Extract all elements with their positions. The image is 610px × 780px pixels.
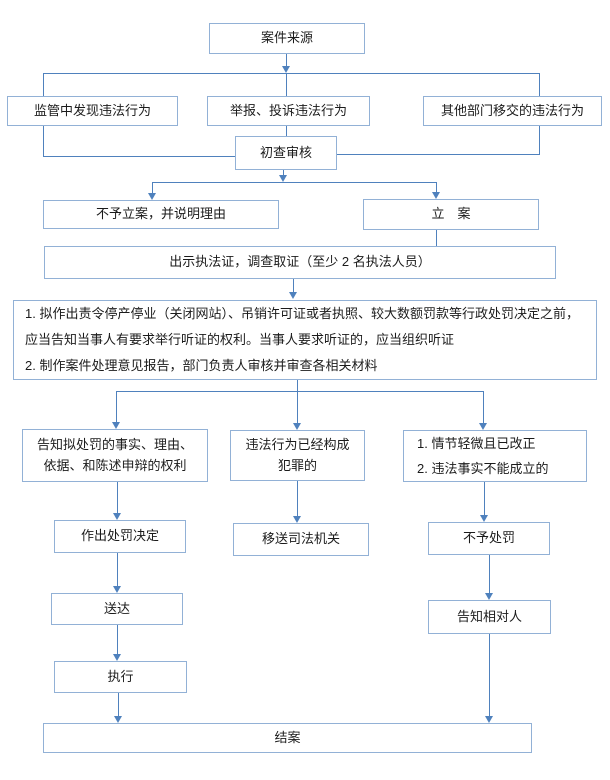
node-other-dept-transfer-label: 其他部门移交的违法行为 <box>440 102 584 118</box>
node-report-complaint: 举报、投诉违法行为 <box>207 96 370 126</box>
connector-evidence-down <box>293 279 294 292</box>
node-minor-or-unfounded-item1: 1. 情节轻微且已改正 <box>417 436 536 451</box>
connector-supervision-down <box>43 126 44 157</box>
node-execute-label: 执行 <box>107 668 134 684</box>
node-hearing-notice-item1: 1. 拟作出责令停产停业（关闭网站）、吊销许可证或者执照、较大数额罚款等行政处罚… <box>25 306 579 347</box>
node-supervision-found: 监管中发现违法行为 <box>7 96 178 126</box>
connector-rights-to-decision <box>117 482 118 513</box>
connector-to-minor <box>483 391 484 423</box>
connector-distribution-line <box>43 73 539 74</box>
arrowhead-decision-to-deliver <box>113 586 121 593</box>
node-minor-or-unfounded: 1. 情节轻微且已改正 2. 违法事实不能成立的 <box>403 430 587 482</box>
arrowhead-to-crime <box>293 423 301 430</box>
connector-to-no-case <box>152 182 153 193</box>
connector-to-report <box>286 73 287 96</box>
node-constitutes-crime: 违法行为已经构成 犯罪的 <box>230 430 365 481</box>
node-supervision-found-label: 监管中发现违法行为 <box>33 102 151 118</box>
connector-decision-to-deliver <box>117 553 118 586</box>
connector-inform-to-close <box>489 634 490 716</box>
node-hearing-notice: 1. 拟作出责令停产停业（关闭网站）、吊销许可证或者执照、较大数额罚款等行政处罚… <box>13 300 597 380</box>
connector-supervision-to-review <box>43 156 235 157</box>
connector-to-file-case <box>436 182 437 192</box>
arrowhead-evidence-down <box>289 292 297 299</box>
connector-file-case-to-evidence <box>436 230 437 246</box>
connector-notice-down <box>297 380 298 423</box>
arrowhead-inform-to-close <box>485 716 493 723</box>
node-transfer-judicial-label: 移送司法机关 <box>261 531 340 547</box>
arrowhead-to-no-case <box>148 193 156 200</box>
node-minor-or-unfounded-item2: 2. 违法事实不能成立的 <box>417 461 549 476</box>
arrowhead-minor-to-no-punish <box>480 515 488 522</box>
node-close-case-label: 结案 <box>274 729 301 745</box>
node-show-credentials-investigate: 出示执法证，调查取证（至少 2 名执法人员） <box>44 246 556 279</box>
node-inform-rights-line1: 告知拟处罚的事实、理由、 <box>36 437 193 453</box>
node-inform-rights: 告知拟处罚的事实、理由、 依据、和陈述申辩的权利 <box>22 429 208 482</box>
node-deliver-label: 送达 <box>103 600 130 616</box>
node-show-credentials-investigate-label: 出示执法证，调查取证（至少 2 名执法人员） <box>169 254 431 270</box>
node-no-case-filing: 不予立案，并说明理由 <box>43 200 279 229</box>
node-case-source: 案件来源 <box>209 23 365 54</box>
connector-minor-to-no-punish <box>484 482 485 515</box>
node-initial-review-label: 初查审核 <box>259 144 312 160</box>
arrowhead-source-down <box>282 66 290 73</box>
node-no-case-filing-label: 不予立案，并说明理由 <box>95 206 226 222</box>
arrowhead-rights-to-decision <box>113 513 121 520</box>
node-report-complaint-label: 举报、投诉违法行为 <box>229 102 347 118</box>
node-execute: 执行 <box>54 661 187 693</box>
node-hearing-notice-item2: 2. 制作案件处理意见报告，部门负责人审核并审查各相关材料 <box>25 358 378 373</box>
connector-other-dept-down <box>539 126 540 155</box>
node-no-punishment: 不予处罚 <box>428 522 550 555</box>
arrowhead-crime-to-transfer <box>293 516 301 523</box>
arrowhead-no-punish-to-inform <box>485 593 493 600</box>
node-other-dept-transfer: 其他部门移交的违法行为 <box>423 96 602 126</box>
node-case-source-label: 案件来源 <box>260 30 313 46</box>
node-file-case: 立 案 <box>363 199 539 230</box>
connector-execute-to-close <box>118 693 119 716</box>
connector-no-punish-to-inform <box>489 555 490 593</box>
connector-deliver-to-execute <box>117 625 118 654</box>
connector-to-supervision <box>43 73 44 96</box>
node-no-punishment-label: 不予处罚 <box>462 530 515 546</box>
connector-source-down <box>286 54 287 67</box>
connector-to-inform-rights <box>116 391 117 422</box>
arrowhead-execute-to-close <box>114 716 122 723</box>
node-close-case: 结案 <box>43 723 532 753</box>
arrowhead-review-down <box>279 175 287 182</box>
node-initial-review: 初查审核 <box>235 136 337 170</box>
arrowhead-to-minor <box>479 423 487 430</box>
node-inform-party: 告知相对人 <box>428 600 551 634</box>
node-deliver: 送达 <box>51 593 183 625</box>
node-make-penalty-decision: 作出处罚决定 <box>54 520 186 553</box>
node-inform-rights-line2: 依据、和陈述申辩的权利 <box>43 457 187 473</box>
connector-crime-to-transfer <box>297 481 298 516</box>
node-transfer-judicial: 移送司法机关 <box>233 523 369 556</box>
node-constitutes-crime-line2: 犯罪的 <box>277 457 317 473</box>
connector-to-other-dept <box>539 73 540 96</box>
node-make-penalty-decision-label: 作出处罚决定 <box>80 528 159 544</box>
arrowhead-deliver-to-execute <box>113 654 121 661</box>
connector-report-to-review <box>286 126 287 136</box>
connector-other-dept-to-review <box>337 154 539 155</box>
node-file-case-label: 立 案 <box>431 206 471 222</box>
node-constitutes-crime-line1: 违法行为已经构成 <box>245 437 350 453</box>
connector-review-split-line <box>152 182 436 183</box>
arrowhead-to-inform-rights <box>112 422 120 429</box>
connector-review-down <box>283 170 284 176</box>
connector-notice-split-line <box>116 391 483 392</box>
arrowhead-to-file-case <box>432 192 440 199</box>
node-inform-party-label: 告知相对人 <box>456 608 522 624</box>
